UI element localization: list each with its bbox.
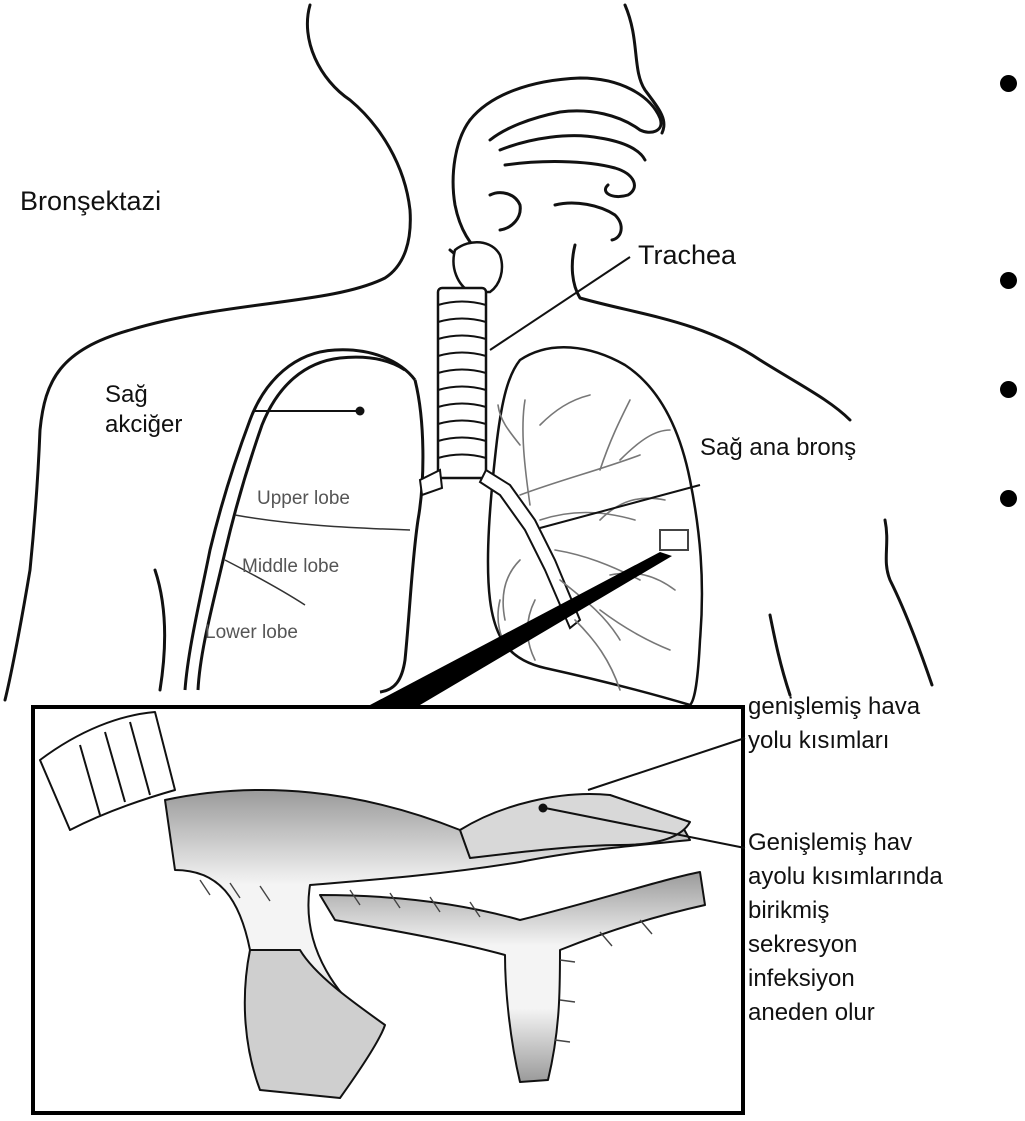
trachea-label: Trachea xyxy=(638,240,736,271)
secretion-line3: birikmiş xyxy=(748,894,943,928)
right-arm-line xyxy=(885,520,932,685)
right-lung-label: Sağ akciğer xyxy=(105,380,182,440)
trachea-tube xyxy=(438,288,486,478)
larynx xyxy=(453,242,501,292)
dilated-airway-line1: genişlemiş hava xyxy=(748,690,920,724)
lower-lobe-label: Lower lobe xyxy=(205,622,298,644)
middle-lobe-label: Middle lobe xyxy=(242,556,339,578)
upper-lobe-label: Upper lobe xyxy=(257,488,350,510)
secretion-line2: ayolu kısımlarında xyxy=(748,860,943,894)
bullet-dot-2 xyxy=(1000,272,1017,289)
right-lung-label-line2: akciğer xyxy=(105,410,182,440)
trachea-pointer xyxy=(490,257,630,350)
left-arm-line xyxy=(155,570,165,690)
dilated-airway-label: genişlemiş hava yolu kısımları xyxy=(748,690,920,758)
secretion-line1: Genişlemiş hav xyxy=(748,826,943,860)
bullet-dot-4 xyxy=(1000,490,1017,507)
dilated-airway-line2: yolu kısımları xyxy=(748,724,920,758)
left-lung-outline xyxy=(488,347,702,705)
main-bronchus-label: Sağ ana bronş xyxy=(700,434,856,462)
bullet-dot-3 xyxy=(1000,381,1017,398)
left-shoulder-line xyxy=(5,5,410,700)
secretion-line5: infeksiyon xyxy=(748,962,943,996)
diagram-title: Bronşektazi xyxy=(20,186,161,217)
secretion-line4: sekresyon xyxy=(748,928,943,962)
right-torso-line xyxy=(770,615,790,695)
right-lung-label-line1: Sağ xyxy=(105,380,182,410)
bullet-dot-1 xyxy=(1000,75,1017,92)
secretion-label: Genişlemiş hav ayolu kısımlarında birikm… xyxy=(748,826,943,1030)
secretion-line6: aneden olur xyxy=(748,996,943,1030)
